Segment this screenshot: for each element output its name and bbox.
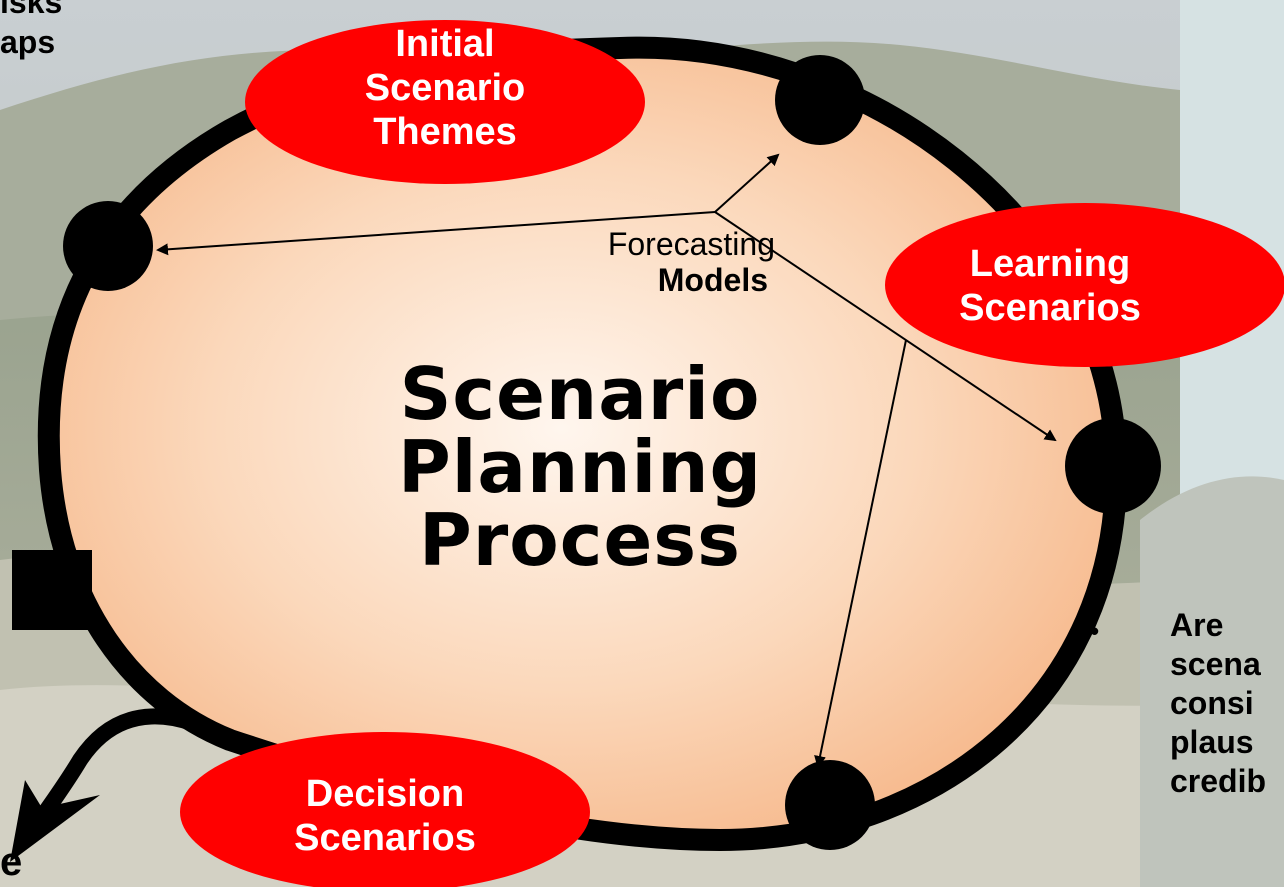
title-line: Process bbox=[419, 498, 741, 582]
title-line: Planning bbox=[397, 425, 763, 509]
decision-scenarios-label: Decision Scenarios bbox=[260, 772, 510, 860]
bullet-line: consi bbox=[1170, 685, 1254, 721]
initial-scenario-themes-label: Initial Scenario Themes bbox=[320, 22, 570, 154]
square-marker bbox=[12, 550, 92, 630]
arrow-to-top-node bbox=[714, 153, 780, 213]
label-line: Initial bbox=[395, 23, 495, 65]
title-line: Scenario bbox=[399, 352, 761, 436]
bullet-line: Are bbox=[1170, 607, 1224, 643]
exit-arrowhead bbox=[10, 780, 100, 862]
oval-initial bbox=[245, 20, 645, 184]
node-left bbox=[63, 201, 153, 291]
node-right bbox=[1065, 418, 1161, 514]
bullet-line: scena bbox=[1170, 646, 1261, 682]
bullet-line: credib bbox=[1170, 763, 1267, 799]
bottomleft-text: e bbox=[0, 840, 23, 884]
oval-learning bbox=[885, 203, 1284, 367]
bullet-line: plaus bbox=[1170, 724, 1254, 760]
topleft-text-line: isks bbox=[0, 0, 63, 20]
topleft-text-line: aps bbox=[0, 24, 56, 60]
models-label: Models bbox=[657, 262, 768, 298]
learning-scenarios-label: Learning Scenarios bbox=[935, 242, 1165, 330]
arrow-to-left-node bbox=[156, 211, 716, 256]
label-line: Scenarios bbox=[959, 287, 1141, 329]
label-line: Scenarios bbox=[294, 817, 476, 859]
exit-arrow bbox=[33, 708, 235, 825]
label-line: Scenario bbox=[364, 67, 526, 109]
node-bottom bbox=[785, 760, 875, 850]
forecasting-label: Forecasting bbox=[607, 226, 775, 262]
oval-decision bbox=[180, 732, 590, 887]
node-top bbox=[775, 55, 865, 145]
bullet-marker: • bbox=[1090, 616, 1100, 646]
label-line: Learning bbox=[969, 243, 1131, 285]
diagram-title: Scenario Planning Process bbox=[330, 358, 830, 577]
arrow-to-right-node bbox=[714, 211, 1057, 442]
arrow-to-bottom-node bbox=[814, 339, 907, 768]
label-line: Themes bbox=[373, 111, 517, 153]
label-line: Decision bbox=[305, 773, 465, 815]
